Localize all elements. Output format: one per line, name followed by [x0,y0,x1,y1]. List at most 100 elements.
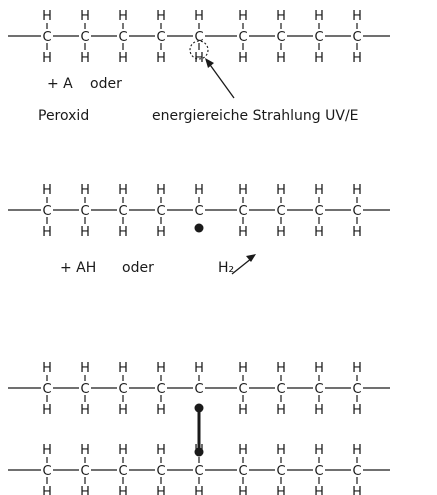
hydrogen-atom: H [314,225,324,240]
hydrogen-atom: H [156,443,166,458]
step1-conjunction: oder [90,76,122,92]
hydrogen-atom: H [118,225,128,240]
hydrogen-atom: H [238,9,248,24]
hydrogen-atom: H [314,9,324,24]
hydrogen-atom: H [238,485,248,495]
hydrogen-atom: H [42,485,52,495]
hydrogen-atom: H [156,51,166,66]
hydrogen-atom: H [194,51,204,66]
hydrogen-atom: H [118,403,128,418]
hydrogen-atom: H [276,225,286,240]
hydrogen-atom: H [238,443,248,458]
hydrogen-atom: H [238,225,248,240]
hydrogen-atom: H [314,51,324,66]
radiation-arrow-head [205,58,214,68]
hydrogen-atom: H [80,51,90,66]
hydrogen-atom: H [238,361,248,376]
hydrogen-atom: H [118,361,128,376]
carbon-atom: C [314,204,323,219]
step2-reagent: + AH [60,260,96,276]
carbon-atom: C [42,30,51,45]
hydrogen-atom: H [314,361,324,376]
hydrogen-atom: H [352,9,362,24]
carbon-atom: C [194,382,203,397]
hydrogen-atom: H [314,183,324,198]
hydrogen-atom: H [118,183,128,198]
step1-agent-peroxid: Peroxid [38,108,89,124]
carbon-atom: C [352,30,361,45]
radical-dot [194,223,204,233]
carbon-atom: C [314,30,323,45]
hydrogen-atom: H [42,183,52,198]
hydrogen-atom: H [80,485,90,495]
hydrogen-atom: H [352,443,362,458]
hydrogen-atom: H [194,485,204,495]
hydrogen-atom: H [314,403,324,418]
carbon-atom: C [118,464,127,479]
carbon-atom: C [238,464,247,479]
hydrogen-atom: H [276,51,286,66]
step2-conjunction: oder [122,260,154,276]
step2-product-hydrogen: H₂ [218,260,234,276]
hydrogen-atom: H [352,485,362,495]
carbon-atom: C [80,30,89,45]
hydrogen-atom: H [80,361,90,376]
step1-reagent: + A [47,76,73,92]
hydrogen-atom: H [42,225,52,240]
hydrogen-atom: H [352,403,362,418]
carbon-atom: C [80,382,89,397]
hydrogen-atom: H [118,443,128,458]
carbon-atom: C [276,30,285,45]
carbon-atom: C [194,30,203,45]
carbon-atom: C [314,464,323,479]
carbon-atom: C [194,464,203,479]
carbon-atom: C [156,30,165,45]
carbon-atom: C [352,382,361,397]
hydrogen-atom: H [238,51,248,66]
hydrogen-atom: H [238,403,248,418]
hydrogen-release-arrow [231,257,253,275]
hydrogen-atom: H [80,9,90,24]
carbon-atom: C [276,464,285,479]
carbon-atom: C [238,204,247,219]
carbon-atom: C [314,382,323,397]
hydrogen-atom: H [156,183,166,198]
radiation-arrow [207,61,235,99]
carbon-atom: C [276,382,285,397]
carbon-atom: C [42,464,51,479]
hydrogen-atom: H [156,361,166,376]
hydrogen-atom: H [156,225,166,240]
hydrogen-atom: H [238,183,248,198]
hydrogen-atom: H [352,51,362,66]
hydrogen-atom: H [80,183,90,198]
hydrogen-atom: H [156,403,166,418]
carbon-atom: C [194,204,203,219]
carbon-atom: C [156,204,165,219]
hydrogen-atom: H [80,225,90,240]
hydrogen-atom: H [314,443,324,458]
carbon-atom: C [42,204,51,219]
hydrogen-atom: H [276,183,286,198]
hydrogen-atom: H [276,443,286,458]
hydrogen-atom: H [276,403,286,418]
carbon-atom: C [156,464,165,479]
carbon-atom: C [118,30,127,45]
hydrogen-atom: H [42,443,52,458]
carbon-atom: C [80,464,89,479]
hydrogen-atom: H [352,183,362,198]
hydrogen-atom: H [194,9,204,24]
hydrogen-atom: H [156,485,166,495]
hydrogen-atom: H [352,225,362,240]
hydrogen-atom: H [118,51,128,66]
hydrogen-atom: H [276,485,286,495]
carbon-atom: C [238,30,247,45]
hydrogen-atom: H [276,9,286,24]
hydrogen-atom: H [42,51,52,66]
highlighted-hydrogen-circle [189,40,209,60]
hydrogen-atom: H [118,9,128,24]
